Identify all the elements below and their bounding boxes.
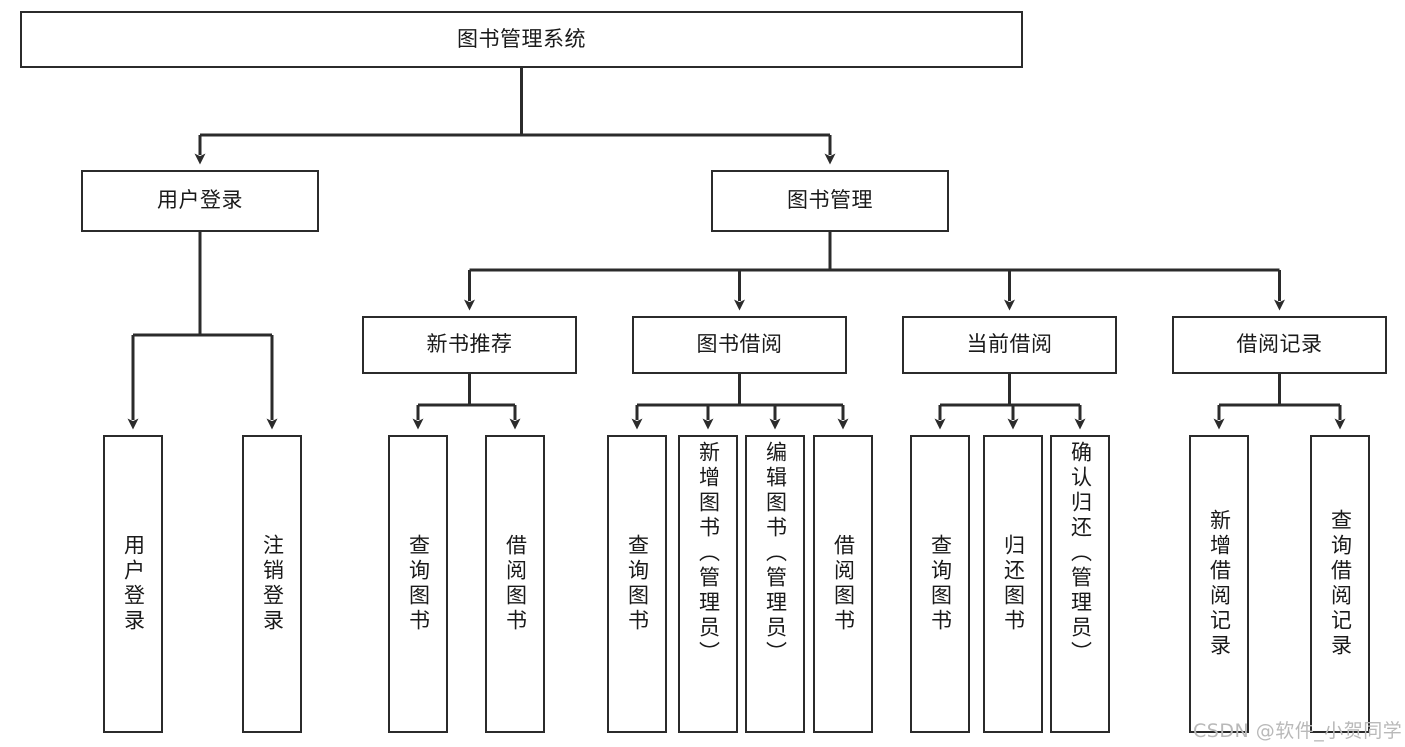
node-leaf-edit-book[interactable]: 编辑图书（管理员） <box>745 435 805 733</box>
node-label: 借阅记录 <box>1236 332 1323 357</box>
node-label: 图书管理 <box>787 188 873 213</box>
node-root[interactable]: 图书管理系统 <box>20 11 1023 68</box>
node-label: 注销登录 <box>260 534 285 634</box>
node-label: 借阅图书 <box>503 534 528 634</box>
node-book-borrow[interactable]: 图书借阅 <box>632 316 847 374</box>
node-new-book-rec[interactable]: 新书推荐 <box>362 316 577 374</box>
node-label: 图书管理系统 <box>457 26 586 51</box>
node-leaf-query-book-3[interactable]: 查询图书 <box>910 435 970 733</box>
node-leaf-query-book-2[interactable]: 查询图书 <box>607 435 667 733</box>
node-leaf-user-login[interactable]: 用户登录 <box>103 435 163 733</box>
node-leaf-return-book[interactable]: 归还图书 <box>983 435 1043 733</box>
node-label: 归还图书 <box>1001 534 1026 634</box>
node-user-login[interactable]: 用户登录 <box>81 170 319 232</box>
node-label: 用户登录 <box>157 188 243 213</box>
node-label: 编辑图书（管理员） <box>763 441 788 666</box>
node-label: 查询图书 <box>625 534 650 634</box>
node-label: 借阅图书 <box>831 534 856 634</box>
node-leaf-borrow-book-2[interactable]: 借阅图书 <box>813 435 873 733</box>
csdn-watermark: CSDN @软件_小贺同学 <box>1193 720 1403 742</box>
node-label: 新书推荐 <box>426 332 513 357</box>
node-label: 新增借阅记录 <box>1207 509 1232 659</box>
node-leaf-confirm-return[interactable]: 确认归还（管理员） <box>1050 435 1110 733</box>
node-current-borrow[interactable]: 当前借阅 <box>902 316 1117 374</box>
node-leaf-user-logout[interactable]: 注销登录 <box>242 435 302 733</box>
node-leaf-query-record[interactable]: 查询借阅记录 <box>1310 435 1370 733</box>
node-label: 查询图书 <box>406 534 431 634</box>
node-borrow-record[interactable]: 借阅记录 <box>1172 316 1387 374</box>
node-leaf-borrow-book-1[interactable]: 借阅图书 <box>485 435 545 733</box>
node-label: 当前借阅 <box>966 332 1053 357</box>
node-label: 用户登录 <box>121 534 146 634</box>
node-leaf-add-record[interactable]: 新增借阅记录 <box>1189 435 1249 733</box>
node-label: 查询图书 <box>928 534 953 634</box>
node-label: 查询借阅记录 <box>1328 509 1353 659</box>
node-label: 图书借阅 <box>696 332 783 357</box>
node-leaf-query-book-1[interactable]: 查询图书 <box>388 435 448 733</box>
node-label: 新增图书（管理员） <box>696 441 721 666</box>
node-leaf-add-book[interactable]: 新增图书（管理员） <box>678 435 738 733</box>
node-label: 确认归还（管理员） <box>1068 441 1093 666</box>
node-book-manage[interactable]: 图书管理 <box>711 170 949 232</box>
